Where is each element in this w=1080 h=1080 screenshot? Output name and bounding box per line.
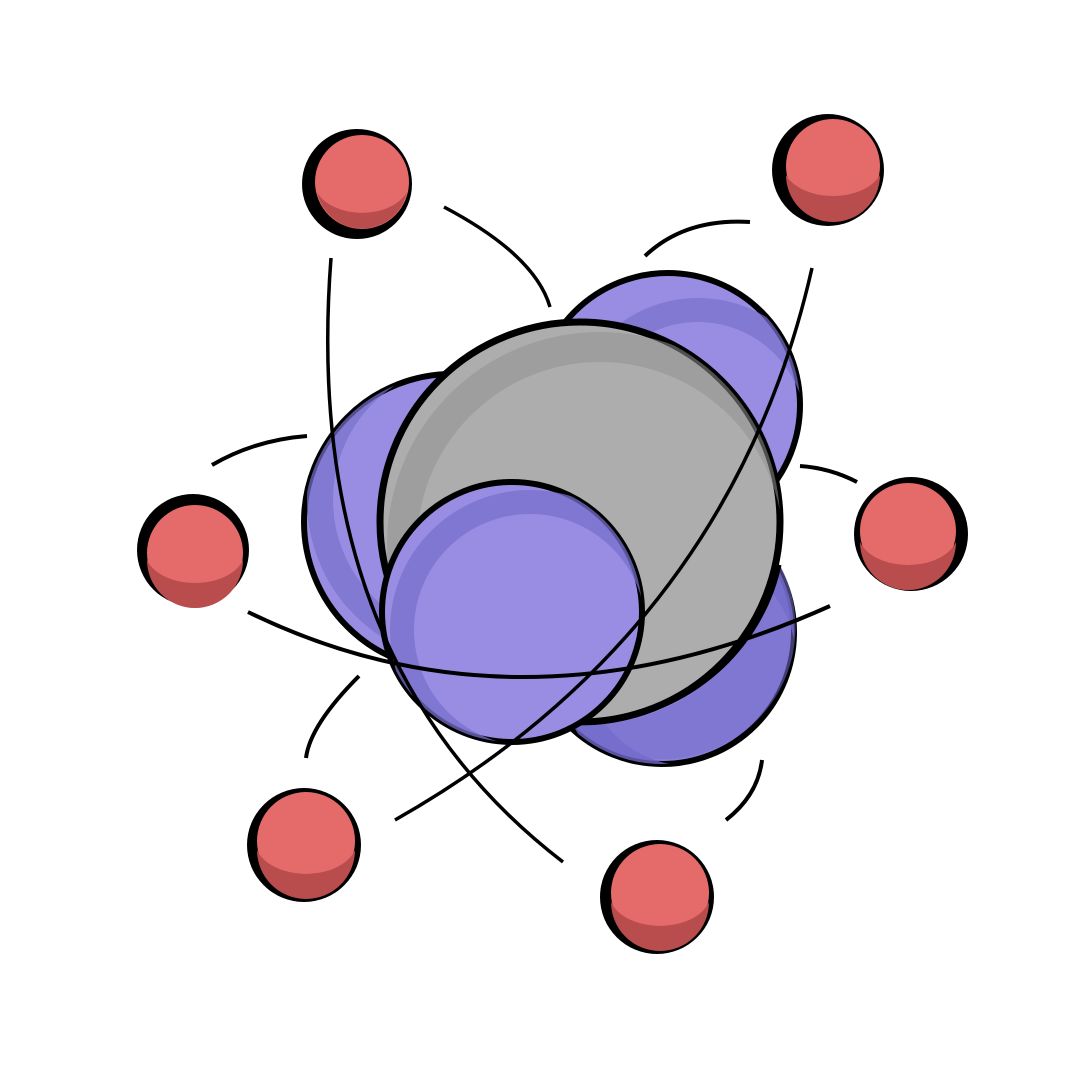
orbit-line (643, 219, 751, 258)
orbit-lines (210, 205, 858, 864)
particle-top-right (772, 114, 884, 226)
particle-bottom-left (247, 788, 361, 902)
orbit-line (724, 759, 764, 822)
orbit-line (304, 674, 361, 759)
orbit-line (247, 604, 831, 680)
nucleus-shell-overlay (575, 564, 796, 760)
particle-top-left (302, 129, 412, 239)
orbit-line (325, 257, 565, 864)
orbit-line (394, 267, 814, 822)
orbit-line (443, 205, 552, 308)
orbit-line (799, 464, 858, 484)
particle-bottom-right (600, 840, 714, 954)
orbit-line (210, 434, 308, 467)
particle-right (854, 477, 968, 591)
particle-left (137, 494, 249, 608)
